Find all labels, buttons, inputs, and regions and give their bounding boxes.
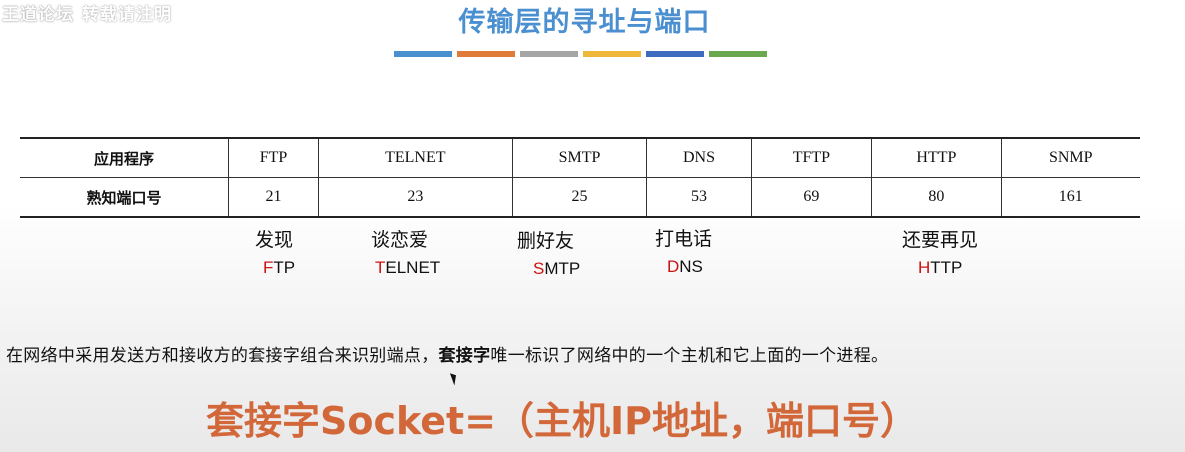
table-cell-port: 161 xyxy=(1000,177,1140,218)
socket-description: 在网络中采用发送方和接收方的套接字组合来识别端点，套接字唯一标识了网络中的一个主… xyxy=(6,341,888,366)
description-text: 在网络中采用发送方和接收方的套接字组合来识别端点， xyxy=(6,346,439,366)
slide-title: 传输层的寻址与端口 xyxy=(0,0,1185,39)
table-row-apps: 应用程序 FTP TELNET SMTP DNS TFTP HTTP SNMP xyxy=(20,137,1140,178)
table-cell-app: TFTP xyxy=(750,137,872,178)
mnemonic-protocol: HTTP xyxy=(918,258,978,278)
table-port-label: 熟知端口号 xyxy=(20,177,229,218)
table-cell-port: 23 xyxy=(318,177,513,218)
mnemonic-http: 还要再见 HTTP xyxy=(902,225,978,278)
table-cell-port: 69 xyxy=(750,177,872,218)
color-bar-segment xyxy=(394,51,452,57)
table-row-ports: 熟知端口号 21 23 25 53 69 80 161 xyxy=(20,177,1140,218)
mnemonic-initial: H xyxy=(918,258,931,277)
color-bar-segment xyxy=(709,51,767,57)
color-bar-segment xyxy=(583,51,641,57)
mnemonic-initial: D xyxy=(667,257,680,276)
mnemonic-text: 发现 xyxy=(255,229,294,251)
socket-formula: 套接字Socket=（主机IP地址，端口号） xyxy=(206,399,919,443)
mnemonic-rest: MTP xyxy=(544,259,581,278)
color-bar-segment xyxy=(520,51,578,57)
mnemonic-text: 删好友 xyxy=(517,230,575,252)
table-cell-app: SMTP xyxy=(511,137,647,178)
description-emphasis: 套接字 xyxy=(438,346,491,366)
mnemonic-smtp: 删好友 SMTP xyxy=(517,226,580,279)
table-cell-port: 25 xyxy=(511,177,647,218)
watermark-text: 王道论坛 xyxy=(2,5,74,25)
mnemonic-text: 打电话 xyxy=(655,228,713,250)
mnemonic-initial: S xyxy=(533,259,545,278)
mnemonic-protocol: FTP xyxy=(263,258,295,278)
description-text-end: 唯一标识了网络中的一个主机和它上面的一个进程。 xyxy=(490,346,889,366)
mnemonic-protocol: SMTP xyxy=(533,259,580,279)
table-cell-app: SNMP xyxy=(1000,137,1140,178)
mnemonic-initial: F xyxy=(263,258,274,277)
mnemonic-rest: ELNET xyxy=(385,258,441,277)
mnemonic-dns: 打电话 DNS xyxy=(655,224,712,277)
mnemonic-rest: TP xyxy=(273,258,296,277)
table-header-label: 应用程序 xyxy=(20,137,229,178)
table-cell-app: DNS xyxy=(646,137,751,178)
mnemonic-protocol: TELNET xyxy=(375,258,440,278)
port-table: 应用程序 FTP TELNET SMTP DNS TFTP HTTP SNMP … xyxy=(20,137,1140,218)
mnemonic-ftp: 发现 FTP xyxy=(255,225,295,278)
mnemonic-text: 还要再见 xyxy=(902,229,979,251)
table-cell-app: TELNET xyxy=(318,137,513,178)
color-bar-segment xyxy=(457,51,515,57)
mnemonic-initial: T xyxy=(375,258,386,277)
table-cell-port: 53 xyxy=(646,177,751,218)
mnemonic-rest: TTP xyxy=(930,258,963,277)
color-bar-segment xyxy=(646,51,704,57)
mnemonic-telnet: 谈恋爱 TELNET xyxy=(371,225,440,278)
mnemonic-protocol: DNS xyxy=(667,257,712,277)
table-cell-app: HTTP xyxy=(871,137,1002,178)
table-cell-port: 21 xyxy=(227,177,319,218)
mnemonic-rest: NS xyxy=(679,257,703,276)
mouse-cursor-icon xyxy=(449,371,460,386)
table-cell-app: FTP xyxy=(227,137,319,178)
color-bar xyxy=(394,51,767,57)
mnemonic-text: 谈恋爱 xyxy=(371,229,429,251)
watermark: 王道论坛转载请注明 xyxy=(2,0,172,25)
watermark-text-2: 转载请注明 xyxy=(82,5,172,25)
slide-title-text: 传输层的寻址与端口 xyxy=(458,7,711,38)
table-cell-port: 80 xyxy=(871,177,1002,218)
